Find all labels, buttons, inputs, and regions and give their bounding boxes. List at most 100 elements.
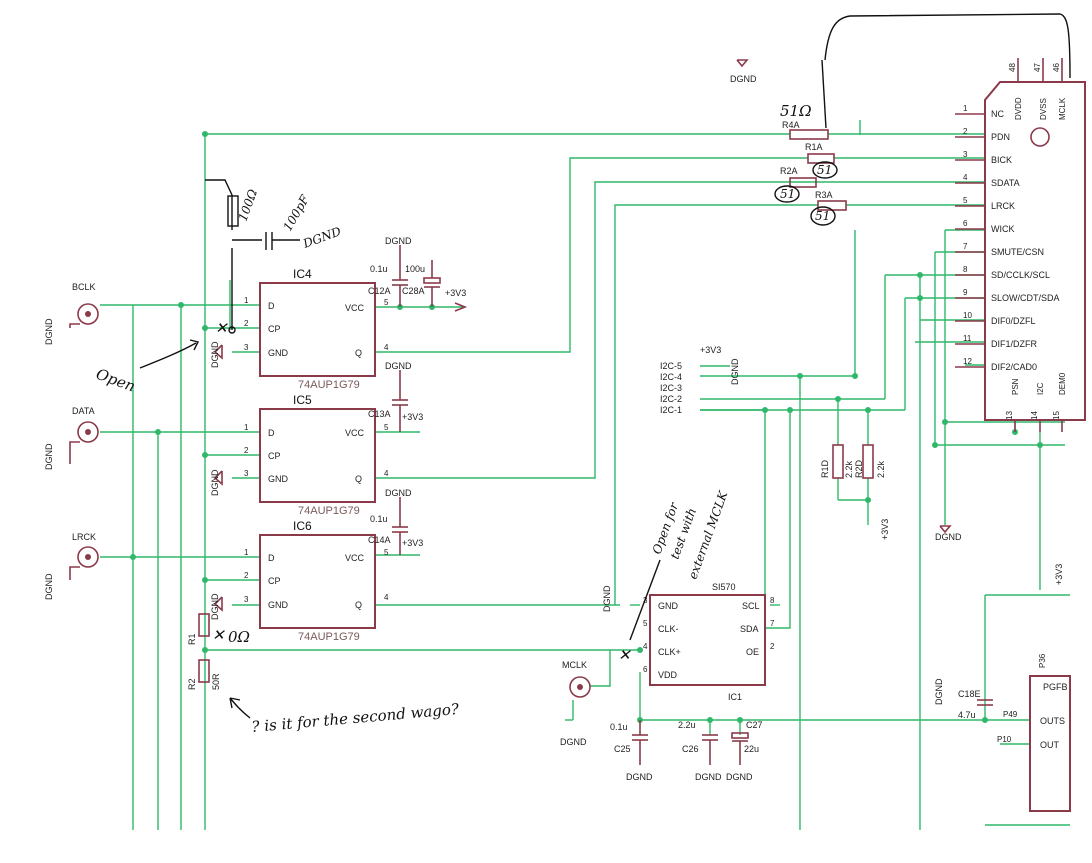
ic5-num-1: 1	[244, 423, 249, 432]
mclk-connector[interactable]: MCLK DGND	[560, 660, 591, 747]
data-label: DATA	[72, 406, 95, 416]
c18e-value: 4.7u	[958, 710, 976, 720]
dac-pin-number: 4	[963, 173, 968, 182]
ic6-name: IC6	[293, 519, 312, 533]
dac-top-pin-name: DVSS	[1039, 98, 1048, 120]
c14a-dgnd: DGND	[385, 488, 412, 498]
resistor-r1: R1	[187, 613, 210, 645]
data-connector[interactable]: DATA DGND	[44, 406, 99, 470]
ic5-pin-gnd: GND	[268, 474, 289, 484]
ic6-pin-gnd: GND	[268, 600, 289, 610]
c26-name: C26	[682, 744, 699, 754]
si570-sda: SDA	[740, 624, 759, 634]
mclk-label: MCLK	[562, 660, 587, 670]
c27-name: C27	[746, 720, 763, 730]
ic4-pin-d: D	[268, 301, 275, 311]
dac-pin-list: 1NC2PDN3BICK4SDATA5LRCK6WICK7SMUTE/CSN8S…	[955, 104, 1060, 372]
ic6-gnd-label: DGND	[210, 593, 220, 620]
ic5-flipflop: IC5 74AUP1G79 D CP GND VCC Q 1 2 3 5 4	[244, 393, 389, 517]
i2c-labels: I2C-5 I2C-4 I2C-3 I2C-2 I2C-1 +3V3 DGND	[660, 345, 740, 415]
si570-gnd: GND	[658, 601, 679, 611]
bclk-label: BCLK	[72, 282, 96, 292]
ic4-pin-gnd: GND	[268, 348, 289, 358]
ic6-pin-q: Q	[355, 600, 362, 610]
si570-num-2: 2	[770, 642, 775, 651]
c25-name: C25	[614, 744, 631, 754]
r100-hand-note: 100Ω	[236, 187, 260, 223]
ic5-gnd-label: DGND	[210, 469, 220, 496]
dac-top-pin-name: MCLK	[1058, 97, 1067, 120]
ic4-flipflop: IC4 74AUP1G79 D CP GND VCC Q 1 2 3 5 4	[244, 267, 389, 391]
r1a-name: R1A	[805, 142, 823, 152]
c28a-name: C28A	[402, 286, 425, 296]
ic5-pin-d: D	[268, 428, 275, 438]
lrck-label: LRCK	[72, 532, 96, 542]
ic1-part: SI570	[712, 582, 736, 592]
dac-side-nets: DGND +3V3 DGND	[730, 59, 1064, 585]
dac-pin-name: NC	[991, 109, 1004, 119]
ic6-pin-d: D	[268, 553, 275, 563]
r3a-hand-note: 51	[815, 209, 830, 223]
open-test-line3: external MCLK	[686, 488, 731, 581]
i2c-2: I2C-2	[660, 394, 682, 404]
dac-pin-name: WICK	[991, 224, 1015, 234]
pgfb-p36: P36	[1038, 653, 1047, 668]
ic4-pin-cp: CP	[268, 324, 281, 334]
ic6-pin-cp: CP	[268, 576, 281, 586]
lrck-dgnd: DGND	[44, 573, 54, 600]
ic4-name: IC4	[293, 267, 312, 281]
ic5-name: IC5	[293, 393, 312, 407]
dac-pin-name: DIF2/CAD0	[991, 362, 1037, 372]
dac-pin-number: 5	[963, 196, 968, 205]
ic4-num-1: 1	[244, 296, 249, 305]
si570-num-5: 5	[643, 619, 648, 628]
ic1-name: IC1	[728, 692, 742, 702]
r1-name: R1	[187, 633, 197, 645]
ic1-si570: SI570 IC1 GND CLK- CLK+ VDD SCL SDA OE 3…	[602, 582, 775, 702]
ic5-pin-q: Q	[355, 474, 362, 484]
c28a-v33: +3V3	[445, 288, 466, 298]
dac-top-pin-number: 47	[1033, 63, 1042, 72]
dac-v33-label: +3V3	[1054, 564, 1064, 585]
si570-num-8: 8	[770, 596, 775, 605]
dac-bottom-pin-name: I2C	[1036, 382, 1045, 395]
si570-oe: OE	[746, 647, 759, 657]
ic6-num-3: 3	[244, 595, 249, 604]
resistor-r2a: R2A	[780, 166, 817, 188]
bclk-connector[interactable]: BCLK DGND	[44, 282, 99, 345]
question-hand-note: ? is it for the second wago?	[251, 700, 461, 736]
r2-name: R2	[187, 678, 197, 690]
ic4-gnd-label: DGND	[210, 341, 220, 368]
dac-pin-name: SDATA	[991, 178, 1020, 188]
ic6-part: 74AUP1G79	[298, 631, 360, 643]
c12a-name: C12A	[368, 286, 391, 296]
c26-value: 2.2u	[678, 720, 696, 730]
cap-c27: C27 22u DGND	[726, 720, 763, 782]
r4a-name: R4A	[782, 120, 800, 130]
dac-pin-number: 7	[963, 242, 968, 251]
dac-pin-number: 1	[963, 104, 968, 113]
si570-clkp: CLK+	[658, 647, 681, 657]
ic6-pin-vcc: VCC	[345, 553, 365, 563]
dac-pin-number: 12	[963, 357, 972, 366]
cap-c18e: C18E 4.7u DGND	[934, 678, 993, 720]
r2a-hand-note: 51	[780, 187, 795, 201]
ic6-flipflop: IC6 74AUP1G79 D CP GND VCC Q 1 2 3 5 4	[244, 519, 389, 643]
c28a-value: 100u	[405, 264, 425, 274]
ic5-num-4: 4	[384, 469, 389, 478]
i2c-4: I2C-4	[660, 372, 682, 382]
dac-pin-name: DIF1/DZFR	[991, 339, 1037, 349]
i2c-v33: +3V3	[700, 345, 721, 355]
c14a-value: 0.1u	[370, 514, 388, 524]
si570-num-4: 4	[643, 642, 648, 651]
dac-pin-name: PDN	[991, 132, 1010, 142]
pgfb-outs: OUTS	[1040, 716, 1065, 726]
dac-pin-name: SMUTE/CSN	[991, 247, 1044, 257]
ic4-num-3: 3	[244, 343, 249, 352]
r1-hand-note: 0Ω	[228, 628, 250, 646]
dac-pin-number: 6	[963, 219, 968, 228]
cap-c14a: DGND 0.1u C14A +3V3	[368, 488, 423, 555]
dac-dgnd-label: DGND	[935, 532, 962, 542]
lrck-connector[interactable]: LRCK DGND	[44, 532, 99, 600]
